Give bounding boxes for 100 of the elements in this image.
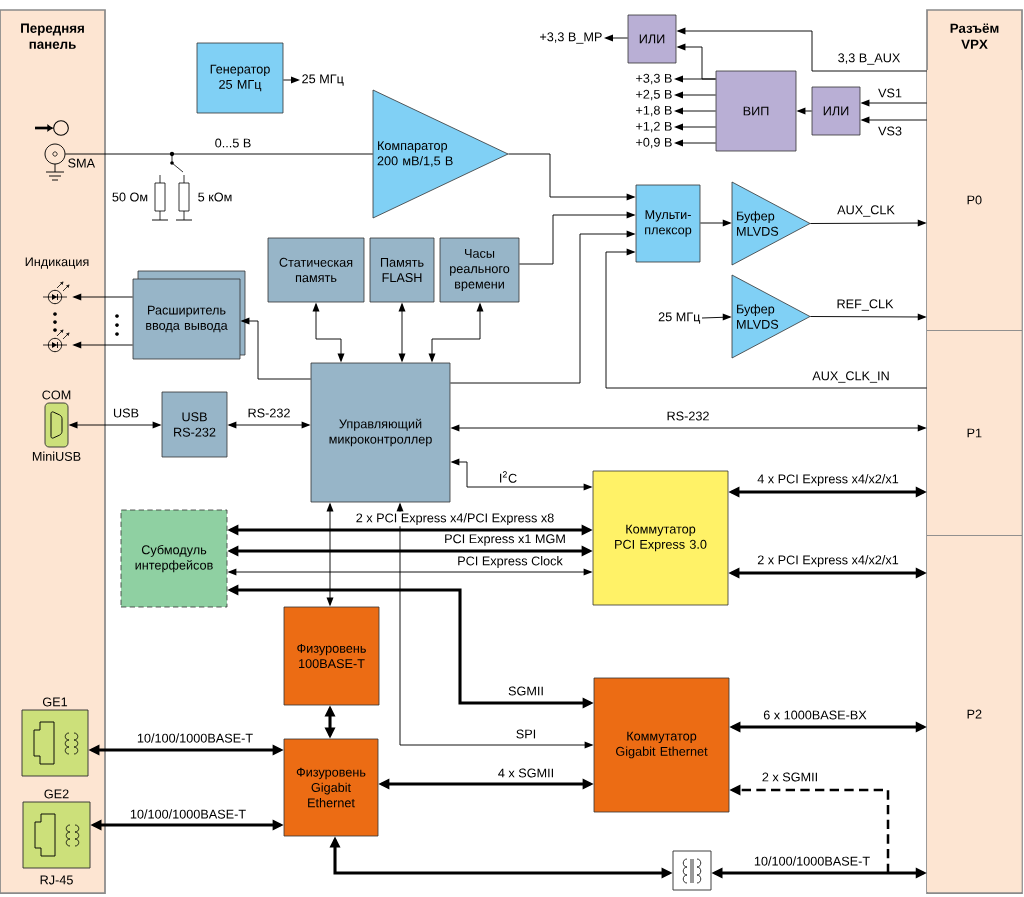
edge-label: 3,3 В_AUX [836, 52, 902, 66]
connector-section: P1 [927, 331, 1022, 535]
node-label: GE2 [44, 789, 69, 799]
arrow [90, 819, 284, 831]
node-label: SMA [68, 158, 96, 168]
arrow [674, 107, 717, 115]
arrow [72, 293, 134, 301]
edge-label: 10/100/1000BASE-T [128, 808, 248, 820]
line [64, 153, 374, 155]
function-block: Память FLASH [369, 237, 435, 303]
arrow [674, 91, 717, 99]
function-block: Коммутатор Gigabit Ethernet [593, 677, 730, 813]
edge-label: RS-232 [246, 407, 292, 419]
arrow [605, 248, 928, 389]
node-label: RJ-45 [40, 875, 73, 885]
rj45-connector: GE1 [21, 697, 89, 777]
arrow [699, 219, 732, 227]
connector-section: P0 [927, 70, 1022, 330]
signal-label: +1,8 В [636, 105, 672, 117]
arrow [507, 153, 636, 201]
edge-label: 2 x SGMII [760, 771, 820, 783]
arrow [701, 313, 732, 321]
amplifier-triangle: Буфер MLVDS [731, 274, 811, 359]
edge-label: 2 x PCI Express x4/x2/x1 [755, 553, 901, 569]
node-label: P1 [967, 428, 982, 438]
function-block: Физуровень Gigabit Ethernet [283, 738, 379, 837]
node-label: COM [42, 390, 71, 400]
arrow [312, 302, 345, 363]
arrow [227, 524, 593, 536]
text-label: Индикация [25, 257, 89, 269]
amplifier-triangle: Буфер MLVDS [731, 181, 811, 266]
edge-label: VS3 [876, 125, 904, 137]
arrow [282, 76, 300, 84]
amplifier-triangle: Компаратор 200 мВ/1,5 В [372, 89, 509, 219]
edge-label: 0...5 В [213, 137, 253, 149]
arrow [428, 302, 484, 363]
function-block: Генератор 25 МГц [196, 42, 284, 114]
node-label: GE1 [42, 697, 68, 707]
arrow [72, 341, 134, 349]
edge-label: SPI [514, 728, 538, 740]
function-block: ИЛИ [811, 86, 861, 136]
arrow [329, 836, 673, 879]
function-block: Коммутатор PCI Express 3.0 [592, 470, 729, 606]
edge-label: SGMII [506, 685, 546, 697]
function-block: Расширитель ввода вывода [132, 270, 246, 360]
usb-connector: COM MiniUSB [32, 390, 81, 461]
connector-section: P2 [927, 536, 1022, 892]
function-block: Субмодуль интерфейсов [120, 509, 228, 608]
arrow [728, 567, 927, 579]
signal-label: +2,5 В [636, 89, 672, 101]
function-block: Физуровень 100BASE-T [283, 606, 380, 706]
arrow [729, 721, 927, 733]
arrow [324, 705, 336, 739]
arrow [378, 778, 594, 790]
edge-label: AUX_CLK_IN [810, 370, 892, 384]
arrow [240, 317, 312, 380]
arrow [326, 502, 334, 607]
edge-label: REF_CLK [835, 298, 895, 312]
function-block: ВИП [715, 70, 797, 152]
arrow [227, 568, 593, 576]
function-block: Управляющий микроконтроллер [310, 362, 451, 503]
arrow [809, 219, 927, 227]
function-block: Мульти- плексор [635, 184, 701, 263]
arrow [450, 424, 927, 432]
node-label: P0 [967, 195, 982, 205]
edge-label: PCI Express Clock [455, 554, 565, 570]
arrow [88, 744, 284, 756]
text-label: 50 Ом [112, 192, 148, 202]
arrow [860, 99, 928, 107]
led-icon [42, 329, 70, 353]
arrow [227, 421, 311, 429]
arrow [796, 107, 813, 115]
edge-label: AUX_CLK [835, 204, 897, 218]
arrow [604, 34, 629, 42]
arrow [860, 116, 928, 124]
signal-label: +3,3 В_МР [540, 32, 602, 44]
arrow [674, 123, 717, 131]
arrow [398, 302, 406, 363]
arrow [227, 584, 594, 709]
edge-label: VS1 [876, 87, 904, 99]
arrow [676, 27, 928, 72]
edge-label: 4 x PCI Express x4/x2/x1 [755, 472, 901, 488]
function-block: USB RS-232 [161, 391, 228, 458]
signal-label: +1,2 В [636, 121, 672, 133]
edge-label: 4 x SGMII [496, 767, 556, 779]
node-label: P2 [967, 709, 982, 719]
function-block: Статическая память [267, 237, 365, 303]
node-label: MiniUSB [32, 451, 81, 461]
arrow [227, 545, 593, 557]
rj45-connector: GE2 RJ-45 [22, 789, 91, 885]
function-block: ИЛИ [627, 14, 677, 64]
edge-label: 10/100/1000BASE-T [135, 732, 255, 744]
signal-label: +0,9 В [636, 137, 672, 149]
edge-label: USB [111, 407, 141, 419]
edge-label: I$^{2}$C [497, 469, 519, 485]
transformer-icon [672, 850, 712, 891]
edge-label: 6 x 1000BASE-BX [761, 709, 869, 721]
arrow [809, 313, 927, 321]
led-icon [42, 281, 70, 305]
signal-label: 25 МГц [302, 74, 344, 86]
